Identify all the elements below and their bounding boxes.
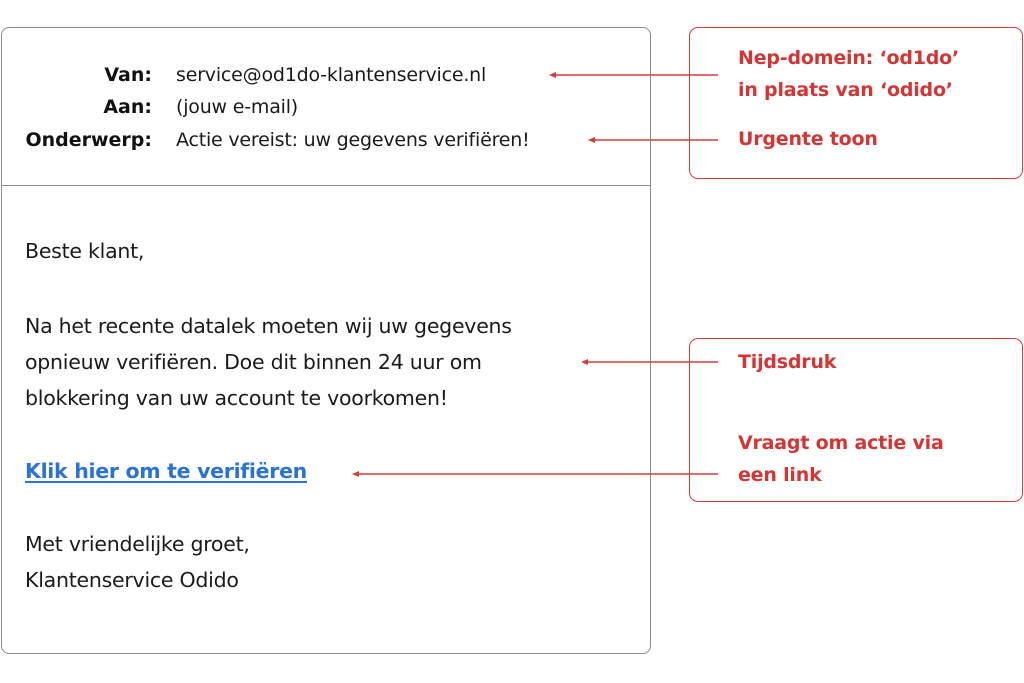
- annotation-time-pressure: Tijdsdruk: [738, 351, 837, 373]
- subject-label: Onderwerp:: [25, 129, 152, 151]
- to-value: (jouw e-mail): [176, 96, 299, 118]
- from-value: service@od1do-klantenservice.nl: [176, 64, 487, 86]
- greeting: Beste klant,: [25, 239, 145, 263]
- annotation-fake-domain-line1: Nep-domein: ‘od1do’: [738, 47, 960, 69]
- closing: Met vriendelijke groet,: [25, 532, 250, 556]
- to-row: Aan: (jouw e-mail): [2, 92, 642, 122]
- annotation-box-body: [689, 338, 1023, 502]
- annotation-fake-domain-line2: in plaats van ‘odido’: [738, 79, 953, 101]
- annotation-link-action-line1: Vraagt om actie via: [738, 432, 944, 454]
- from-label: Van:: [104, 64, 152, 86]
- paragraph-line-2: opnieuw verifiëren. Doe dit binnen 24 uu…: [25, 350, 482, 374]
- paragraph-line-3: blokkering van uw account te voorkomen!: [25, 386, 448, 410]
- paragraph-line-1: Na het recente datalek moeten wij uw geg…: [25, 314, 512, 338]
- signature: Klantenservice Odido: [25, 568, 239, 592]
- annotation-urgent-tone: Urgente toon: [738, 128, 878, 150]
- subject-row: Onderwerp: Actie vereist: uw gegevens ve…: [2, 125, 642, 155]
- verify-link-line: Klik hier om te verifiëren: [25, 453, 307, 489]
- annotation-link-action-line2: een link: [738, 464, 822, 486]
- email-header: Van: service@od1do-klantenservice.nl Aan…: [2, 28, 650, 186]
- from-row: Van: service@od1do-klantenservice.nl: [2, 60, 642, 90]
- to-label: Aan:: [103, 96, 152, 118]
- verify-link[interactable]: Klik hier om te verifiëren: [25, 459, 307, 483]
- email-mockup: Van: service@od1do-klantenservice.nl Aan…: [1, 27, 651, 654]
- subject-value: Actie vereist: uw gegevens verifiëren!: [176, 129, 530, 151]
- annotation-box-header: [689, 27, 1023, 179]
